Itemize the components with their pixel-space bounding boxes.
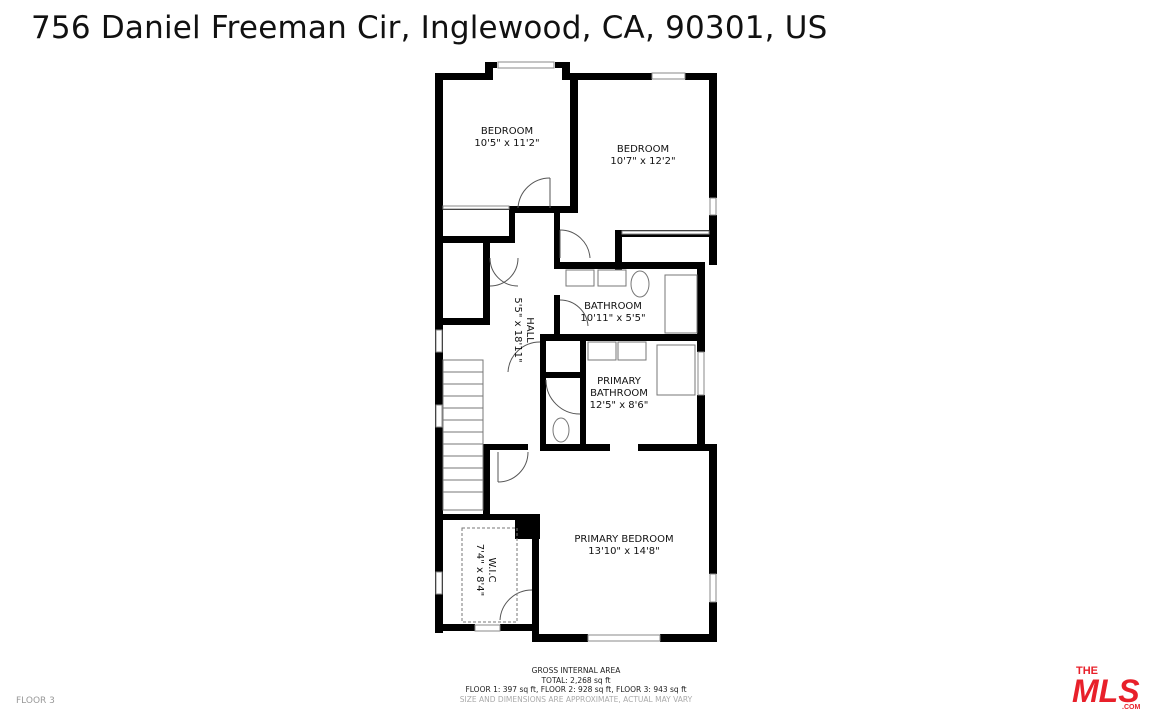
- area-heading: GROSS INTERNAL AREA: [531, 666, 621, 675]
- property-address: 756 Daniel Freeman Cir, Inglewood, CA, 9…: [31, 10, 828, 46]
- windows: [435, 61, 717, 642]
- room-name-primary-bathroom-2: BATHROOM: [590, 388, 648, 399]
- logo-com: .COM: [1122, 704, 1140, 711]
- room-dims-bedroom-1: 10'5" x 11'2": [474, 138, 539, 149]
- room-dims-hall: 5'5" x 18'11": [512, 297, 523, 362]
- room-name-wic: W.I.C: [486, 557, 497, 582]
- room-name-bedroom-1: BEDROOM: [481, 126, 533, 137]
- logo-the: THE: [1076, 665, 1098, 677]
- room-name-primary-bedroom: PRIMARY BEDROOM: [574, 534, 673, 545]
- room-dims-primary-bathroom: 12'5" x 8'6": [590, 400, 649, 411]
- room-name-hall: HALL: [524, 317, 535, 343]
- area-total: TOTAL: 2,268 sq ft: [541, 675, 611, 685]
- area-summary: GROSS INTERNAL AREA TOTAL: 2,268 sq ft F…: [0, 666, 1152, 704]
- room-name-primary-bathroom-1: PRIMARY: [597, 376, 642, 387]
- room-labels: BEDROOM 10'5" x 11'2" BEDROOM 10'7" x 12…: [474, 126, 676, 596]
- area-disclaimer: SIZE AND DIMENSIONS ARE APPROXIMATE, ACT…: [459, 694, 693, 704]
- room-dims-wic: 7'4" x 8'4": [474, 544, 485, 596]
- room-dims-primary-bedroom: 13'10" x 14'8": [588, 546, 660, 557]
- fixtures: [461, 269, 698, 623]
- logo-mls: MLS: [1072, 673, 1140, 709]
- floor-label: FLOOR 3: [16, 696, 55, 706]
- room-dims-bathroom: 10'11" x 5'5": [580, 313, 645, 324]
- stairs: [442, 359, 484, 511]
- room-name-bathroom: BATHROOM: [584, 301, 642, 312]
- mls-logo: THE MLS .COM: [1072, 665, 1140, 711]
- area-floors: FLOOR 1: 397 sq ft, FLOOR 2: 928 sq ft, …: [465, 685, 687, 694]
- room-dims-bedroom-2: 10'7" x 12'2": [610, 156, 675, 167]
- room-name-bedroom-2: BEDROOM: [617, 144, 669, 155]
- walls: [435, 62, 717, 642]
- doors: [489, 177, 591, 621]
